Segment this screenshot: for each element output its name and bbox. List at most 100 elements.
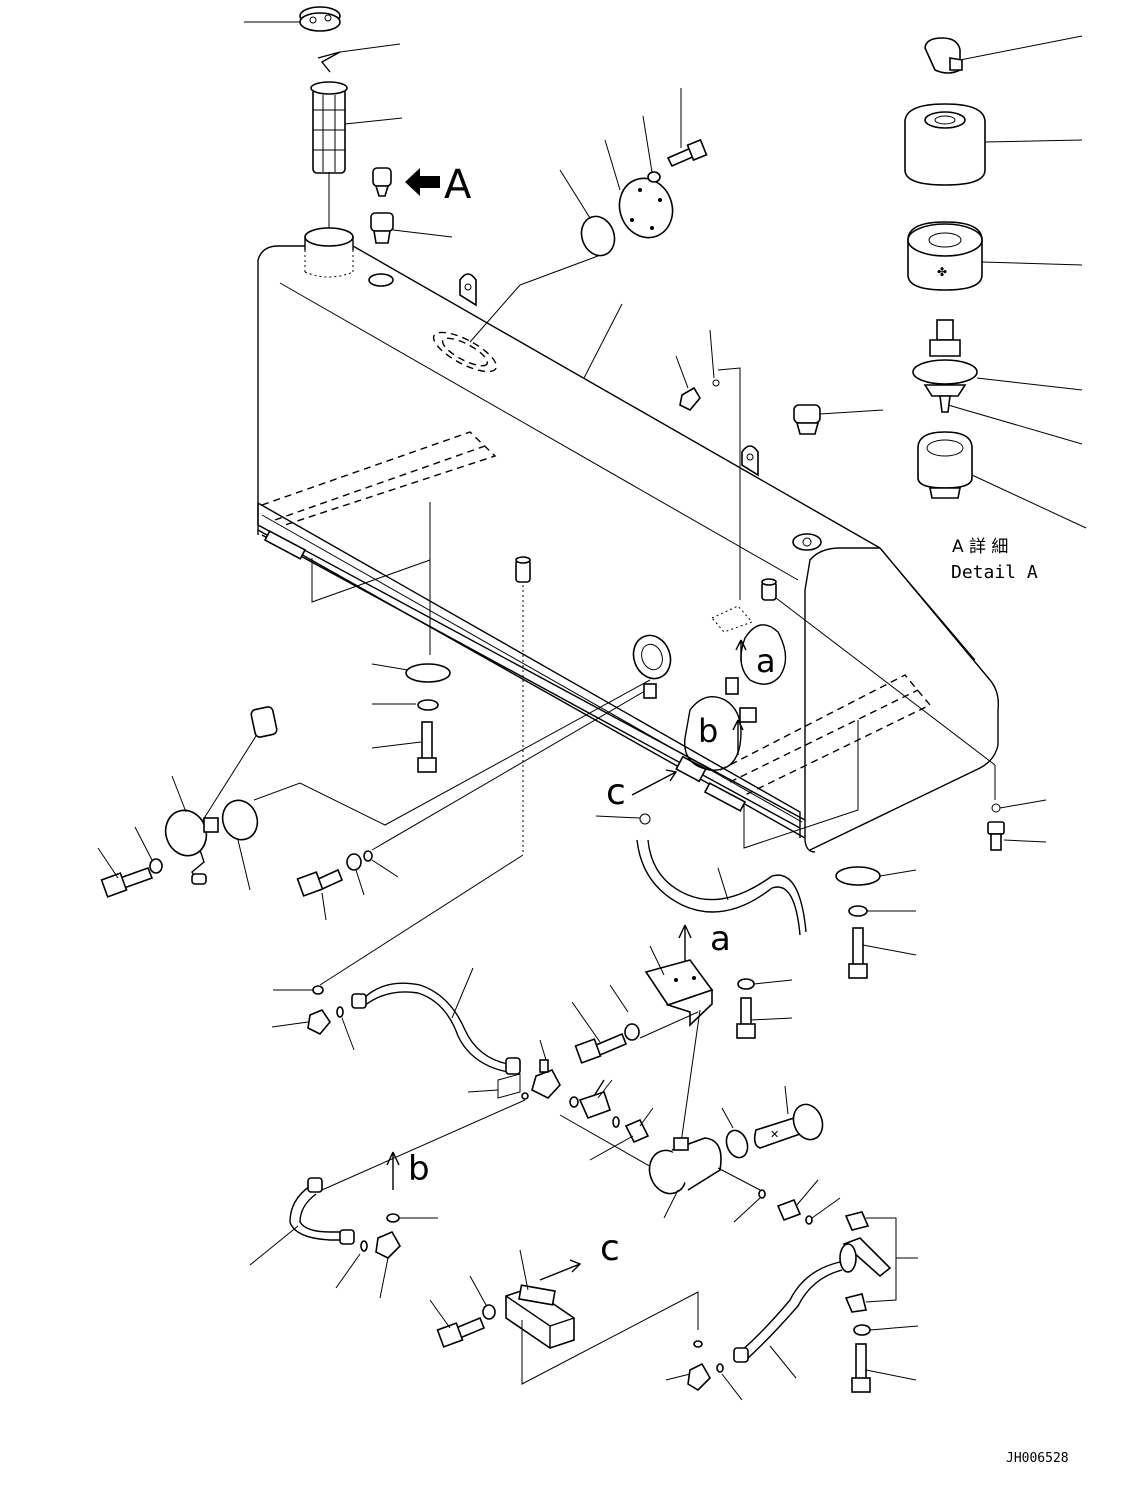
drawing-number: JH006528 (1006, 1451, 1069, 1466)
fuel-hose-icon (289, 1177, 355, 1245)
mount-pad-icon (835, 866, 881, 886)
o-ring-icon (580, 215, 616, 257)
leader-line (319, 854, 524, 986)
breather-icon (372, 167, 392, 197)
leader-line (717, 1167, 761, 1191)
o-ring-icon (336, 1006, 344, 1018)
o-ring-icon (805, 1215, 813, 1225)
bolt-icon (851, 1343, 871, 1393)
tee-fitting-icon (531, 1059, 561, 1099)
o-ring-icon (312, 985, 324, 995)
leader-line (775, 597, 996, 766)
bolt-icon (736, 997, 756, 1039)
leader-line (521, 1291, 699, 1385)
fuel-hose-icon (636, 839, 801, 936)
nipple-fitting-icon (612, 1116, 650, 1144)
o-ring-icon (521, 1092, 529, 1100)
leader-line (675, 355, 689, 389)
plug-icon (793, 404, 821, 435)
elbow-fitting-icon (679, 386, 701, 411)
washer-icon (482, 1304, 496, 1320)
detail-a-title-en: Detail A (951, 562, 1038, 583)
callout-b-bubble (684, 696, 742, 771)
leader-line (344, 117, 403, 125)
arrow-icon (678, 924, 692, 975)
spacer-icon (761, 578, 777, 601)
leader-line (559, 1114, 661, 1173)
breather-filter-icon: ✤ (907, 221, 983, 291)
washer-icon (848, 905, 868, 917)
washer-icon (639, 813, 651, 825)
breather-valve-icon (912, 319, 978, 413)
washer-icon (417, 699, 439, 711)
vent-glyph: ✕ (770, 1128, 779, 1141)
spacer-icon (515, 556, 531, 583)
o-ring-icon (716, 1363, 724, 1373)
breather-body-icon (904, 103, 986, 186)
leader-line (311, 502, 431, 603)
bolt-icon (666, 138, 708, 168)
fuel-gauge-cap-icon (299, 6, 341, 32)
callout-c-lower: c (600, 1228, 620, 1269)
bolt-icon (417, 721, 437, 773)
leader-line (321, 1099, 526, 1191)
leader-line (604, 139, 621, 191)
bolt-icon (574, 1032, 628, 1064)
bolt-icon (436, 1316, 486, 1348)
breather-cap-icon (924, 37, 963, 74)
filler-neck-icon (304, 227, 354, 278)
washer-icon (853, 1324, 871, 1336)
mount-pad-icon (405, 663, 451, 683)
mounting-block-icon (505, 1284, 575, 1349)
washer-icon (624, 1023, 640, 1041)
vent-glyph: ✤ (937, 265, 947, 279)
arrow-icon (735, 639, 747, 662)
leader-line (743, 720, 859, 849)
o-ring-icon (386, 1213, 400, 1223)
arrow-icon (631, 769, 678, 796)
washer-icon (647, 171, 661, 183)
fuel-hose-icon (733, 1261, 843, 1363)
leader-line (819, 409, 884, 415)
callout-a-label: a (756, 642, 776, 680)
arrow-icon (732, 719, 744, 755)
leader-line (709, 329, 715, 379)
sensor-connector-icon (725, 677, 757, 723)
elbow-fitting-icon (307, 1009, 331, 1035)
elbow-fitting-icon (687, 1362, 711, 1392)
detail-a-marker: A (444, 162, 472, 208)
leader-line (392, 229, 453, 238)
leader-line (469, 284, 521, 343)
leader-line (642, 115, 653, 173)
o-ring-icon (693, 1340, 703, 1348)
callout-a-lower: a (710, 919, 731, 959)
washer-icon (346, 853, 362, 871)
leader-line (559, 169, 591, 219)
o-ring-icon (712, 379, 720, 387)
arrow-icon (386, 1151, 400, 1190)
bolt-icon (296, 868, 344, 897)
leader-line (865, 1217, 897, 1303)
inspection-cover-icon (618, 177, 674, 239)
water-separator-icon (648, 1137, 722, 1195)
fitting-icon (643, 683, 657, 699)
fuel-hose-outline (647, 839, 807, 933)
washer-icon (149, 858, 163, 874)
callout-c-label: c (606, 772, 626, 813)
leader-line (717, 367, 741, 600)
washer-icon (368, 273, 394, 287)
o-ring-icon (725, 1129, 749, 1159)
arrow-icon (539, 1259, 582, 1281)
bracket-icon (644, 959, 714, 1027)
o-ring-icon (221, 799, 259, 841)
breather-adapter-icon (917, 431, 973, 499)
o-ring-icon (363, 850, 373, 862)
plug-icon (370, 212, 394, 244)
leader-line (679, 1009, 701, 1151)
elbow-fitting-icon (375, 1230, 401, 1259)
bolt-icon (848, 927, 868, 979)
o-ring-icon (360, 1240, 368, 1252)
clamp-icon (839, 1211, 892, 1313)
